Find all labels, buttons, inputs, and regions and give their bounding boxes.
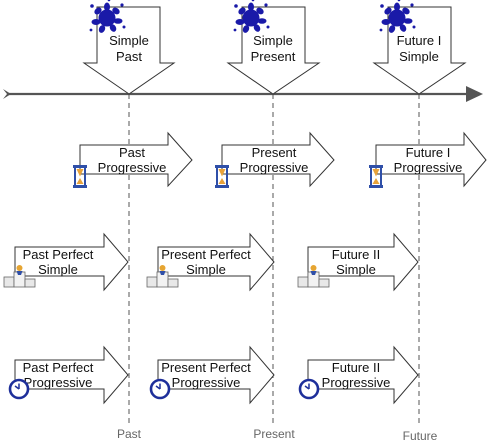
clock-icon [149,378,171,400]
simple-tense-line1: Simple [109,33,149,48]
perfect-progressive-tense-line2: Progressive [172,375,241,390]
axis-label-present: Present [253,427,295,441]
simple-tense-line1: Simple [253,33,293,48]
perfect-simple-tense-line2: Simple [38,262,78,277]
simple-tense-present: Simple Present [226,0,321,95]
axis-label-future: Future [403,429,438,442]
progressive-tense-line2: Progressive [98,160,167,175]
podium-icon [3,265,36,288]
perfect-simple-tense-line1: Past Perfect [23,247,94,262]
axis-label-past: Past [117,427,142,441]
hourglass-icon [369,165,383,188]
perfect-progressive-tense-line2: Progressive [24,375,93,390]
perfect-simple-tense-line2: Simple [336,262,376,277]
simple-tense-line1: Future I [397,33,442,48]
perfect-simple-tense-line1: Future II [332,247,380,262]
perfect-simple-tense-past: Past Perfect Simple [3,232,129,292]
perfect-progressive-tense-line1: Past Perfect [23,360,94,375]
progressive-tense-line2: Progressive [394,160,463,175]
podium-icon [297,265,330,288]
progressive-tense-line1: Future I [406,145,451,160]
clock-icon [8,378,30,400]
perfect-progressive-tense-future: Future II Progressive [298,345,419,405]
progressive-tense-present: Present Progressive [215,131,335,188]
simple-tense-line2: Simple [399,49,439,64]
perfect-progressive-tense-line1: Present Perfect [161,360,251,375]
perfect-simple-tense-line1: Present Perfect [161,247,251,262]
progressive-tense-future: Future I Progressive [369,131,487,188]
perfect-simple-tense-line2: Simple [186,262,226,277]
progressive-tense-line1: Past [119,145,145,160]
timeline [3,86,483,102]
perfect-progressive-tense-past: Past Perfect Progressive [8,345,129,405]
perfect-progressive-tense-line1: Future II [332,360,380,375]
clock-icon [298,378,320,400]
hourglass-icon [215,165,229,188]
hourglass-icon [73,165,87,188]
perfect-simple-tense-present: Present Perfect Simple [146,232,275,292]
progressive-tense-past: Past Progressive [73,131,193,188]
perfect-simple-tense-future: Future II Simple [297,232,419,292]
perfect-progressive-tense-present: Present Perfect Progressive [149,345,275,405]
progressive-tense-line2: Progressive [240,160,309,175]
simple-tense-future: Future I Simple [372,0,467,95]
simple-tense-line2: Past [116,49,142,64]
simple-tense-past: Simple Past [82,0,176,95]
simple-tense-line2: Present [251,49,296,64]
perfect-progressive-tense-line2: Progressive [322,375,391,390]
podium-icon [146,265,179,288]
progressive-tense-line1: Present [252,145,297,160]
